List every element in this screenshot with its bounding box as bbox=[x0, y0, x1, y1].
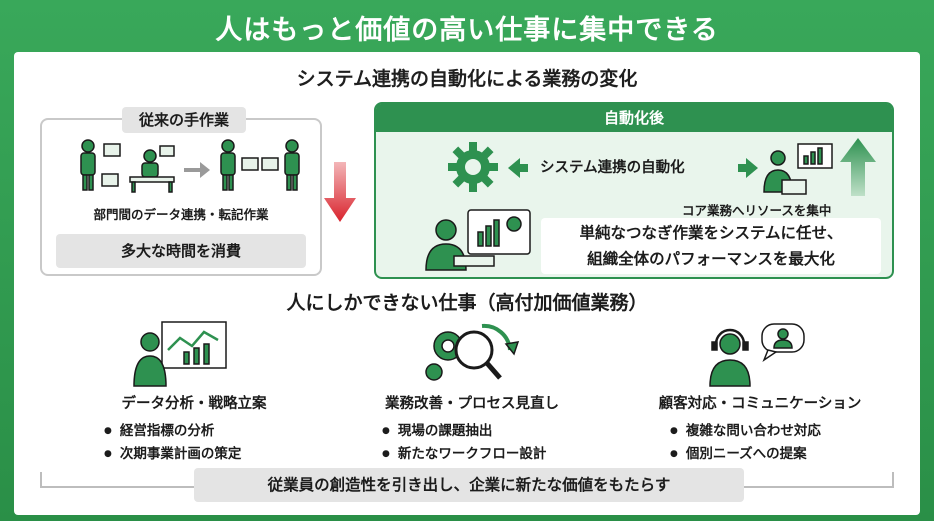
list-item: 個別ニーズへの提案 bbox=[670, 444, 900, 467]
time-consumed-label: 多大な時間を消費 bbox=[56, 234, 306, 268]
automated-tag: 自動化後 bbox=[376, 104, 892, 132]
automation-message: 単純なつなぎ作業をシステムに任せ、 組織全体のパフォーマンスを最大化 bbox=[541, 218, 881, 274]
column-title: データ分析・戦略立案 bbox=[121, 396, 267, 412]
section-heading-high-value: 人にしかできない仕事（高付加価値業務） bbox=[286, 292, 648, 314]
bullet-list: 経営指標の分析 次期事業計画の策定 bbox=[54, 421, 334, 467]
automated-panel: 自動化後 システム連携の自動化 bbox=[374, 102, 894, 279]
automation-message-line1: 単純なつなぎ作業をシステムに任せ、 bbox=[579, 224, 843, 242]
up-arrow-icon bbox=[840, 138, 876, 196]
gear-icon bbox=[448, 142, 498, 192]
core-focus-label: コア業務へリソースを集中 bbox=[682, 203, 832, 218]
column-title: 業務改善・プロセス見直し bbox=[385, 396, 559, 412]
manual-work-caption: 部門間のデータ連携・転記作業 bbox=[93, 207, 269, 222]
analyst-workstation-icon bbox=[763, 143, 833, 195]
bullet-list: 複雑な問い合わせ対応 個別ニーズへの提案 bbox=[620, 421, 900, 467]
section-heading-automation: システム連携の自動化による業務の変化 bbox=[296, 68, 638, 90]
list-item: 経営指標の分析 bbox=[104, 421, 334, 444]
manual-work-tag: 従来の手作業 bbox=[122, 107, 246, 133]
list-item: 新たなワークフロー設計 bbox=[382, 444, 612, 467]
automation-message-line2: 組織全体のパフォーマンスを最大化 bbox=[587, 250, 835, 268]
list-item: 複雑な問い合わせ対応 bbox=[670, 421, 900, 444]
column-process-improvement: 業務改善・プロセス見直し 現場の課題抽出 新たなワークフロー設計 bbox=[332, 320, 612, 467]
page-title: 人はもっと価値の高い仕事に集中できる bbox=[215, 15, 719, 46]
worker-dashboard-icon bbox=[425, 209, 531, 271]
footer-message: 従業員の創造性を引き出し、企業に新たな価値をもたらす bbox=[194, 468, 744, 502]
content-card: システム連携の自動化による業務の変化 従来の手作業 bbox=[14, 52, 920, 515]
manual-transfer-illustration bbox=[80, 139, 300, 193]
column-customer-support: 顧客対応・コミュニケーション 複雑な問い合わせ対応 個別ニーズへの提案 bbox=[620, 320, 900, 467]
customer-support-icon bbox=[709, 323, 805, 387]
column-data-analysis: データ分析・戦略立案 経営指標の分析 次期事業計画の策定 bbox=[54, 320, 334, 467]
manual-work-panel: 従来の手作業 bbox=[40, 107, 322, 276]
process-improvement-icon bbox=[425, 323, 520, 381]
column-title: 顧客対応・コミュニケーション bbox=[658, 396, 862, 412]
automation-flow-label: システム連携の自動化 bbox=[540, 160, 685, 176]
list-item: 現場の課題抽出 bbox=[382, 421, 612, 444]
analysis-icon bbox=[133, 321, 227, 387]
bidirectional-arrow-icon bbox=[508, 158, 758, 178]
down-arrow-icon bbox=[324, 162, 356, 222]
bullet-list: 現場の課題抽出 新たなワークフロー設計 bbox=[332, 421, 612, 467]
list-item: 次期事業計画の策定 bbox=[104, 444, 334, 467]
